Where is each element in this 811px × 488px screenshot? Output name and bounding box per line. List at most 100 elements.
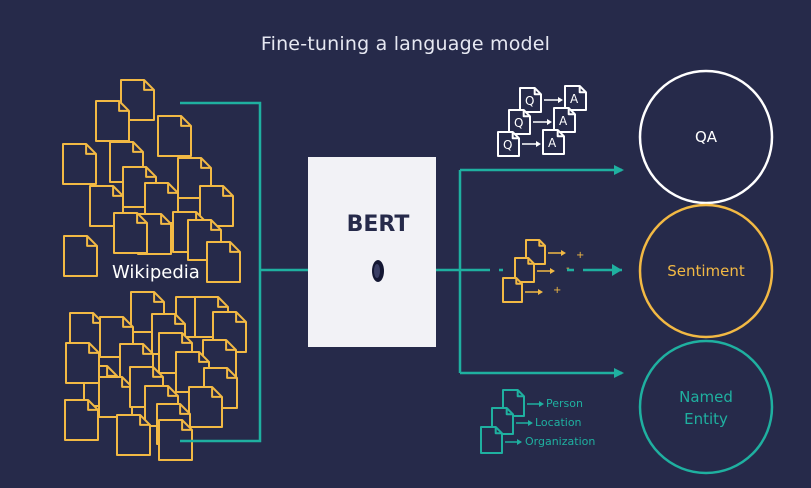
- wikipedia-document-34-fold: [211, 387, 222, 398]
- qa-question-doc-1-fold: [533, 88, 541, 96]
- wikipedia-document-33-fold: [167, 386, 178, 397]
- bert-label: BERT: [346, 212, 410, 237]
- wikipedia-document-19-fold: [122, 317, 133, 328]
- wikipedia-document-8-fold: [167, 183, 178, 194]
- wikipedia-document-37-fold: [179, 404, 190, 415]
- wikipedia-document-2-fold: [118, 101, 129, 112]
- ner-doc-2-fold: [505, 408, 513, 416]
- arrow-to-sentiment-head: [612, 264, 622, 276]
- wikipedia-document-pile: [62, 79, 247, 461]
- wikipedia-document-3-fold: [180, 116, 191, 127]
- sentiment-doc-3: [502, 277, 523, 303]
- named-entity-task-circle: [638, 339, 774, 475]
- sentiment-arrow-2-head: [550, 268, 555, 274]
- wikipedia-document-15-fold: [86, 236, 97, 247]
- ner-location-label: Location: [535, 416, 582, 429]
- wikipedia-document-22-fold: [217, 297, 228, 308]
- wikipedia-document-35: [64, 399, 99, 441]
- sentiment-doc-3-fold: [515, 278, 522, 285]
- wikipedia-document-27-fold: [106, 366, 117, 377]
- qa-arrow-2-head: [547, 119, 552, 125]
- wikipedia-document-21-fold: [174, 314, 185, 325]
- wikipedia-document-24-fold: [181, 333, 192, 344]
- source-bracket-line: [180, 101, 262, 443]
- wikipedia-document-29-fold: [198, 352, 209, 363]
- wikipedia-document-38-fold: [181, 420, 192, 431]
- wikipedia-document-25-fold: [225, 340, 236, 351]
- wikipedia-document-15: [63, 235, 98, 277]
- qa-answer-letter-2: A: [559, 114, 568, 128]
- wikipedia-document-36: [116, 414, 151, 456]
- wikipedia-document-4-fold: [85, 144, 96, 155]
- qa-answer-letter-1: A: [570, 92, 579, 106]
- qa-answer-doc-2-fold: [567, 108, 575, 116]
- wikipedia-document-4: [62, 143, 97, 185]
- wikipedia-document-31: [98, 376, 133, 418]
- sentiment-sign-negative: -: [566, 263, 570, 274]
- named-entity-label-line1: Named: [679, 388, 733, 406]
- wikipedia-document-34: [188, 386, 223, 428]
- qa-answer-doc-3-fold: [556, 130, 564, 138]
- qa-label: QA: [694, 128, 718, 146]
- named-entity-label-line2: Entity: [684, 410, 728, 428]
- sentiment-doc-1-fold: [538, 240, 545, 247]
- wikipedia-document-16-fold: [229, 242, 240, 253]
- sentiment-label: Sentiment: [667, 262, 745, 280]
- qa-answer-doc-1-fold: [578, 86, 586, 94]
- wikipedia-document-5-fold: [132, 142, 143, 153]
- wikipedia-document-3: [157, 115, 192, 157]
- sentiment-arrow-1-head: [561, 250, 566, 256]
- ner-doc-1-fold: [516, 390, 524, 398]
- bert-model-box: [308, 157, 436, 347]
- ner-doc-3: [480, 426, 503, 454]
- wikipedia-label: Wikipedia: [112, 262, 200, 283]
- wikipedia-document-6-fold: [200, 158, 211, 169]
- sentiment-doc-2-fold: [527, 258, 534, 265]
- wikipedia-document-16: [206, 241, 241, 283]
- diagram-title: Fine-tuning a language model: [260, 33, 551, 55]
- model-input-hole-rim: [374, 264, 380, 278]
- named-entity-example-icon: [480, 389, 544, 454]
- qa-answer-letter-3: A: [548, 136, 557, 150]
- ner-arrow-location-head: [528, 420, 533, 426]
- wikipedia-document-36-fold: [139, 415, 150, 426]
- wikipedia-document-23-fold: [235, 312, 246, 323]
- wikipedia-document-10-fold: [222, 186, 233, 197]
- ner-arrow-person-head: [539, 401, 544, 407]
- wikipedia-document-28: [65, 342, 100, 384]
- sentiment-sign-positive: +: [576, 250, 585, 261]
- sentiment-sign-positive-2: +: [553, 285, 562, 296]
- wikipedia-document-31-fold: [121, 377, 132, 388]
- qa-question-doc-2-fold: [522, 110, 530, 118]
- qa-question-letter-1: Q: [525, 94, 534, 108]
- wikipedia-document-32-fold: [152, 367, 163, 378]
- wikipedia-document-26-fold: [142, 344, 153, 355]
- wikipedia-document-13-fold: [136, 213, 147, 224]
- qa-question-letter-3: Q: [503, 138, 512, 152]
- ner-person-label: Person: [546, 397, 583, 410]
- wikipedia-document-30-fold: [226, 368, 237, 379]
- wikipedia-document-14-fold: [210, 220, 221, 231]
- wikipedia-document-9-fold: [112, 186, 123, 197]
- wikipedia-document-13: [113, 212, 148, 254]
- ner-arrow-organization-head: [517, 439, 522, 445]
- wikipedia-document-1-fold: [143, 80, 154, 91]
- wikipedia-document-2: [95, 100, 130, 142]
- sentiment-arrow-3-head: [538, 289, 543, 295]
- qa-arrow-3-head: [536, 141, 541, 147]
- sentiment-task-circle: [638, 203, 774, 339]
- ner-organization-label: Organization: [525, 435, 596, 448]
- wikipedia-document-12-fold: [160, 214, 171, 225]
- qa-question-letter-2: Q: [514, 116, 523, 130]
- sentiment-example-icon: [502, 239, 566, 303]
- wikipedia-document-35-fold: [87, 400, 98, 411]
- wikipedia-document-28-fold: [88, 343, 99, 354]
- wikipedia-document-17-fold: [153, 292, 164, 303]
- named-entity-label: Named Entity: [641, 386, 771, 430]
- qa-arrow-1-head: [558, 97, 563, 103]
- wikipedia-document-7-fold: [145, 167, 156, 178]
- qa-question-doc-3-fold: [511, 132, 519, 140]
- qa-task-circle: [638, 69, 774, 205]
